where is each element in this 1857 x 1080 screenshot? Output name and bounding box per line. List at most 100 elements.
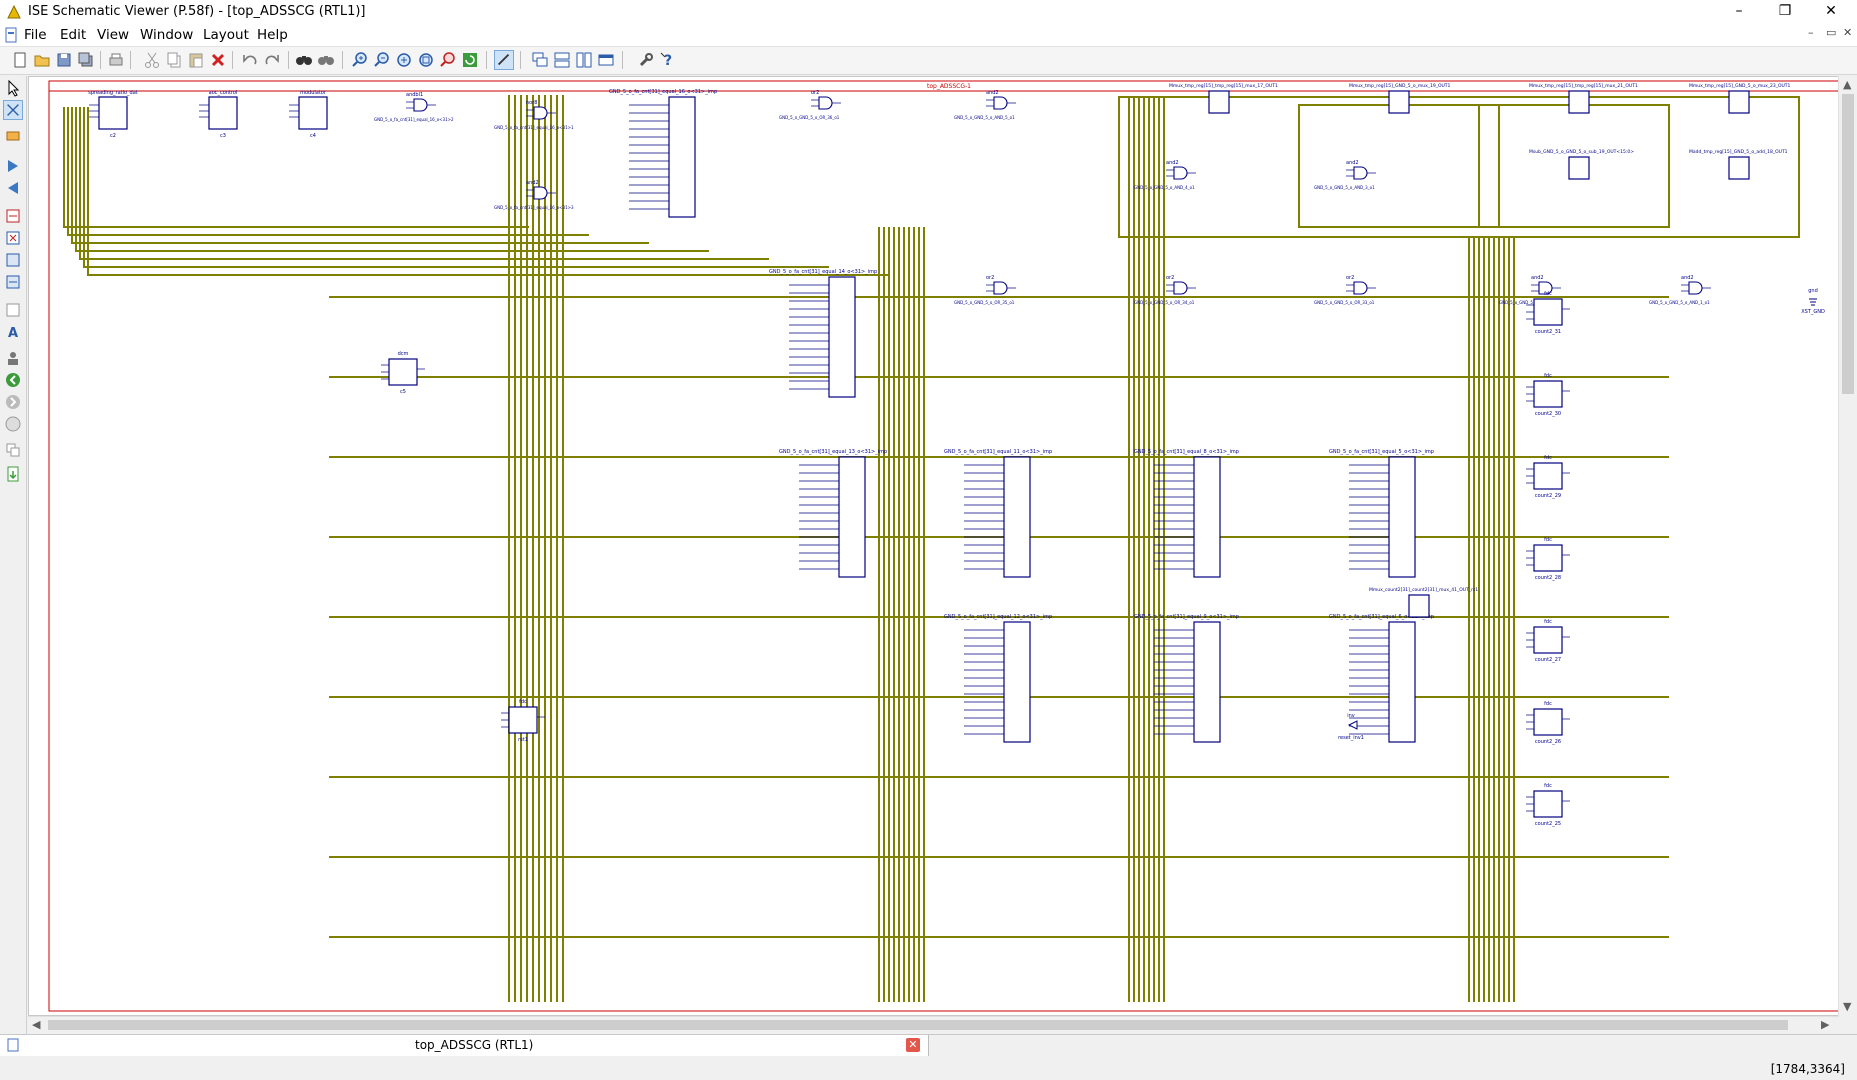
block-label: GND_5_o_fa_cnt[31]_equal_16_o<31>_imp	[609, 89, 717, 95]
copy-view-icon[interactable]	[3, 440, 23, 460]
block-label: GND_5_o_fa_cnt[31]_equal_9_o<31>_imp	[1134, 614, 1239, 620]
block-label: GND_5_o_fa_cnt[31]_equal_13_o<31>_imp	[779, 449, 887, 455]
scroll-down-arrow-icon[interactable]: ▼	[1843, 1000, 1852, 1013]
counter-name: count2_30	[1535, 411, 1561, 417]
vertical-scrollbar[interactable]: ▲ ▼	[1838, 76, 1857, 1016]
redo-icon[interactable]	[262, 50, 282, 70]
open-folder-icon[interactable]	[32, 50, 52, 70]
paste-icon[interactable]	[186, 50, 206, 70]
grid-icon[interactable]	[3, 250, 23, 270]
block-label: GND_5_o_fa_cnt[31]_equal_5_o<31>_imp	[1329, 449, 1434, 455]
gate-type: and2	[526, 180, 539, 186]
copy-icon[interactable]	[164, 50, 184, 70]
cut-icon[interactable]	[142, 50, 162, 70]
toolbar-separator	[486, 51, 487, 69]
menu-file[interactable]: File	[24, 27, 47, 43]
refresh-icon[interactable]	[460, 50, 480, 70]
user-icon[interactable]	[3, 348, 23, 368]
gate-label: GND_5_o_fa_cnt[31]_equal_16_o<31>1	[494, 125, 574, 130]
instance-name: c2	[110, 133, 116, 139]
counter-type: fdc	[1544, 455, 1552, 461]
tile-vertical-icon[interactable]	[574, 50, 594, 70]
new-file-icon[interactable]	[10, 50, 30, 70]
zoom-selection-icon[interactable]	[416, 50, 436, 70]
document-icon	[5, 27, 17, 43]
go-forward-icon[interactable]	[3, 392, 23, 412]
history-icon[interactable]	[3, 414, 23, 434]
instance-name: rst1	[518, 737, 528, 743]
gate-symbol	[413, 98, 428, 112]
gate-symbol	[818, 96, 833, 110]
save-all-icon[interactable]	[76, 50, 96, 70]
scroll-left-arrow-icon[interactable]: ◀	[32, 1018, 41, 1031]
svg-text:A: A	[8, 326, 18, 341]
horizontal-scrollbar[interactable]: ◀ ▶	[28, 1016, 1839, 1033]
gate-symbol	[1353, 281, 1368, 295]
title-bar: ISE Schematic Viewer (P.58f) - [top_ADSS…	[0, 0, 1857, 24]
tab-close-button[interactable]: ✕	[906, 1038, 920, 1052]
block-label: GND_5_o_fa_cnt[31]_equal_11_o<31>_imp	[944, 449, 1052, 455]
mdi-restore-button[interactable]: ▭	[1826, 26, 1837, 39]
select-cursor-icon[interactable]	[3, 78, 23, 98]
logic-block	[1533, 708, 1563, 736]
find-next-icon[interactable]	[316, 50, 336, 70]
back-icon[interactable]	[3, 178, 23, 198]
export-icon[interactable]	[3, 464, 23, 484]
scroll-up-arrow-icon[interactable]: ▲	[1843, 78, 1852, 91]
horizontal-scroll-thumb[interactable]	[48, 1020, 1788, 1030]
close-all-icon[interactable]	[596, 50, 616, 70]
schematic-icon[interactable]	[3, 272, 23, 292]
help-icon[interactable]: ?	[658, 50, 678, 70]
menu-window[interactable]: Window	[140, 27, 194, 43]
trace-icon[interactable]	[3, 100, 23, 120]
zoom-out-icon[interactable]	[372, 50, 392, 70]
ise-app-icon	[7, 4, 21, 19]
mdi-close-button[interactable]: ✕	[1843, 26, 1853, 39]
menu-edit[interactable]: Edit	[60, 27, 87, 43]
menu-help[interactable]: Help	[257, 27, 288, 43]
gate-type: andbl1	[406, 92, 423, 98]
mdi-minimize-button[interactable]: –	[1808, 26, 1814, 39]
mux-label: Madd_tmp_reg[15]_GND_5_o_add_18_OUT1	[1689, 149, 1788, 155]
settings-icon[interactable]	[636, 50, 656, 70]
text-icon[interactable]	[3, 300, 23, 320]
close-button[interactable]: ✕	[1825, 3, 1837, 19]
highlight-icon[interactable]	[494, 50, 514, 70]
label-icon[interactable]: A	[3, 322, 23, 342]
gate-type: and2	[1531, 275, 1544, 281]
toolbar-separator	[100, 51, 101, 69]
zoom-to-icon[interactable]	[438, 50, 458, 70]
logic-block	[98, 96, 128, 130]
zoom-in-icon[interactable]	[350, 50, 370, 70]
wire	[83, 107, 829, 268]
menu-view[interactable]: View	[97, 27, 130, 43]
window-title: ISE Schematic Viewer (P.58f) - [top_ADSS…	[28, 4, 366, 19]
menu-layout[interactable]: Layout	[203, 27, 249, 43]
tab-label: top_ADSSCG (RTL1)	[415, 1038, 534, 1052]
cascade-icon[interactable]	[530, 50, 550, 70]
gate-label: GND_5_o_GND_5_o_AND_5_o1	[954, 115, 1015, 120]
zoom-full-icon[interactable]	[394, 50, 414, 70]
expand-icon[interactable]	[3, 126, 23, 146]
remove-instance-icon[interactable]	[3, 228, 23, 248]
vertical-scroll-thumb[interactable]	[1842, 94, 1854, 394]
add-instance-icon[interactable]	[3, 206, 23, 226]
print-icon[interactable]	[106, 50, 126, 70]
gate-type: nor8	[526, 100, 537, 106]
counter-name: count2_25	[1535, 821, 1561, 827]
scroll-right-arrow-icon[interactable]: ▶	[1821, 1018, 1830, 1031]
find-icon[interactable]	[294, 50, 314, 70]
save-icon[interactable]	[54, 50, 74, 70]
tab-top-adsscg[interactable]: top_ADSSCG (RTL1) ✕	[0, 1035, 929, 1056]
delete-icon[interactable]	[208, 50, 228, 70]
tile-horizontal-icon[interactable]	[552, 50, 572, 70]
undo-icon[interactable]	[240, 50, 260, 70]
go-back-icon[interactable]	[3, 370, 23, 390]
gate-type: and2	[1346, 160, 1359, 166]
sheet-border	[48, 80, 1850, 1012]
forward-icon[interactable]	[3, 156, 23, 176]
gate-type: and2	[1166, 160, 1179, 166]
minimize-button[interactable]: –	[1735, 3, 1743, 19]
restore-button[interactable]: ❐	[1778, 3, 1792, 19]
